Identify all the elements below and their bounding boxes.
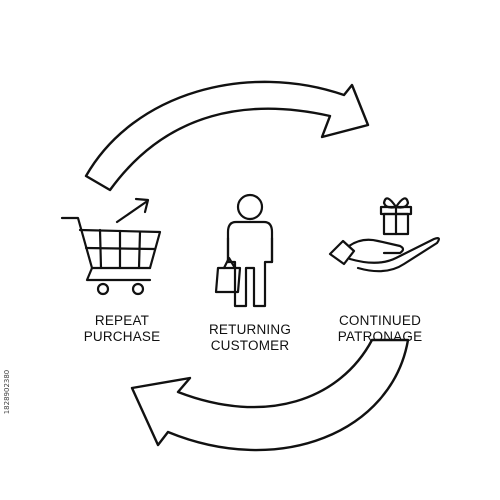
stock-id-text: 1828902380 (3, 369, 11, 415)
cycle-arrow-top-icon (84, 80, 370, 192)
stage-label-continued-patronage: CONTINUED PATRONAGE (325, 313, 435, 345)
shopping-cart-icon (60, 197, 162, 296)
customer-with-bag-icon (214, 193, 274, 308)
stage-label-line: CONTINUED (338, 313, 422, 328)
stage-label-returning-customer: RETURNING CUSTOMER (195, 322, 305, 354)
stage-label-line: REPEAT (94, 313, 150, 328)
stock-image-id: 1828902380 (3, 347, 11, 437)
stage-label-line: RETURNING (208, 322, 292, 337)
stage-label-line: PURCHASE (83, 329, 161, 344)
stage-label-repeat-purchase: REPEAT PURCHASE (72, 313, 172, 345)
stage-label-line: PATRONAGE (337, 329, 423, 344)
stage-label-line: CUSTOMER (210, 338, 290, 353)
gift-in-hand-icon (328, 197, 440, 273)
cycle-arrow-bottom-icon (130, 338, 410, 452)
